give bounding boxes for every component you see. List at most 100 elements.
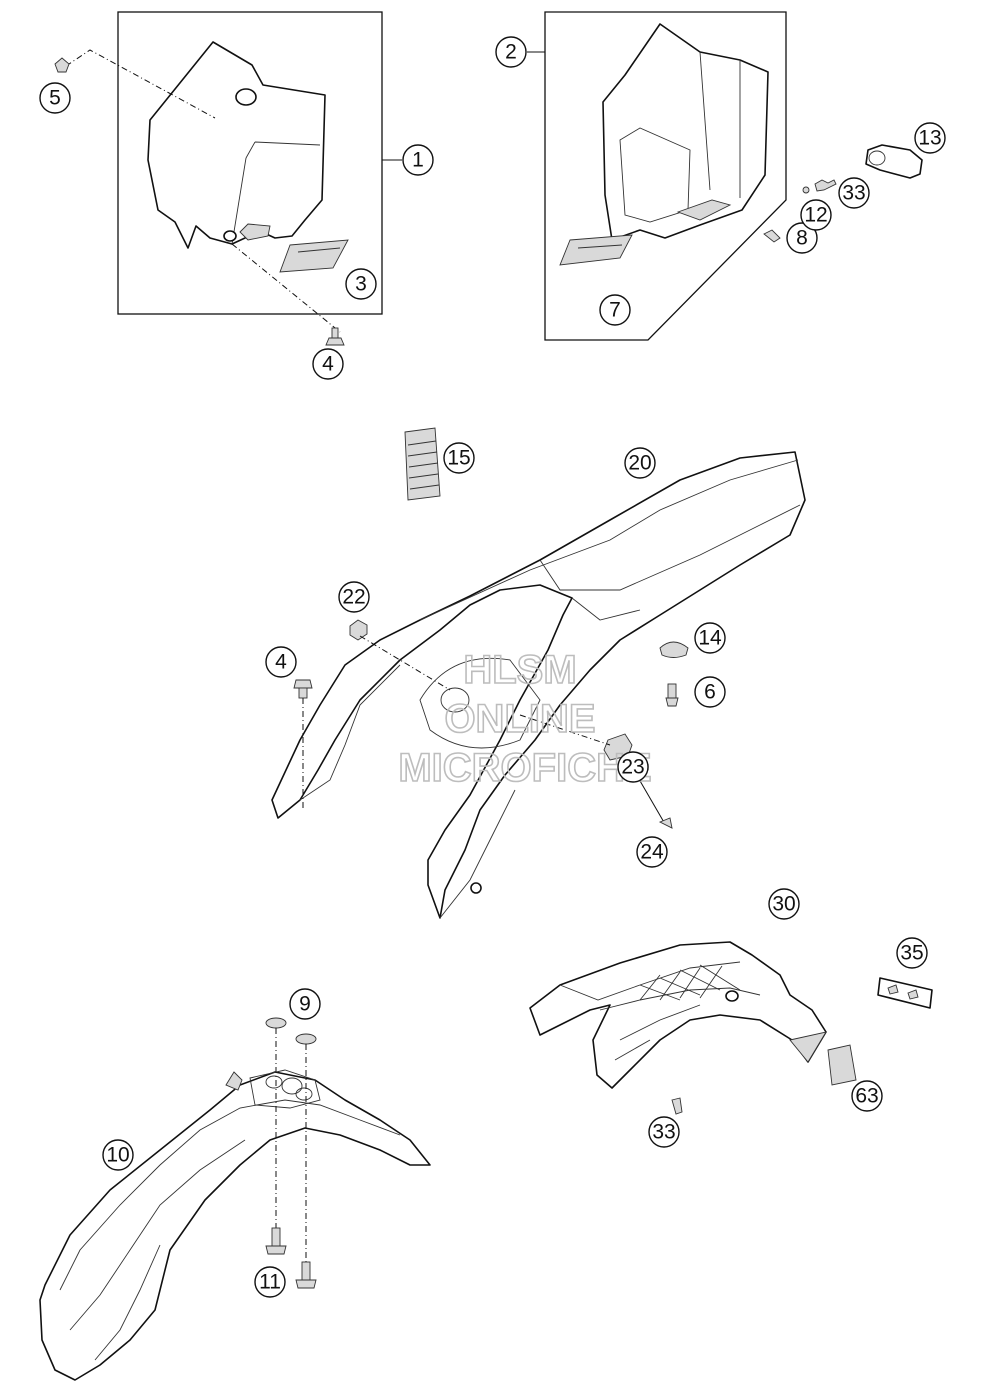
- callout-2: 2: [495, 36, 527, 68]
- headlight-mask-2-strap: [676, 199, 732, 221]
- svg-text:12: 12: [804, 204, 827, 227]
- callout-23: 23: [617, 751, 649, 783]
- bolt-11b-part: [295, 1261, 317, 1289]
- callout-33a: 33: [838, 177, 870, 209]
- decal-3-line: [297, 247, 341, 253]
- washer-12-part: [802, 186, 810, 194]
- callout-5: 5: [39, 82, 71, 114]
- svg-text:22: 22: [342, 586, 365, 609]
- svg-text:9: 9: [299, 993, 311, 1016]
- callout-7: 7: [599, 294, 631, 326]
- screw-5-part: [54, 57, 70, 73]
- lamp-fasteners: [763, 144, 923, 243]
- screw-8-part: [763, 229, 781, 243]
- svg-text:20: 20: [628, 452, 651, 475]
- foam-block-15: [404, 427, 441, 501]
- svg-text:23: 23: [621, 756, 644, 779]
- nut-22-part: [349, 619, 368, 641]
- decal-3: [279, 239, 349, 273]
- decal-7: [559, 234, 633, 266]
- bolt-24-head: [658, 817, 673, 829]
- callout-12: 12: [800, 199, 832, 231]
- svg-text:8: 8: [796, 227, 808, 250]
- svg-text:4: 4: [322, 353, 334, 376]
- reflector-plate-35: [877, 977, 933, 1009]
- reflector-plate-35-screw-b: [907, 989, 919, 1000]
- svg-text:63: 63: [855, 1085, 878, 1108]
- watermark-line-2: ONLINE: [444, 697, 595, 741]
- callout-1: 1: [402, 144, 434, 176]
- headlight-mask-group-2: [527, 11, 787, 341]
- screw-33-part: [814, 179, 837, 192]
- number-plate-1-edge: [231, 141, 321, 245]
- reflector-plate-35-screw-a: [887, 984, 899, 995]
- svg-text:7: 7: [609, 299, 621, 322]
- svg-text:6: 6: [704, 681, 716, 704]
- svg-text:15: 15: [447, 447, 470, 470]
- callout-15: 15: [443, 442, 475, 474]
- svg-text:4: 4: [275, 651, 287, 674]
- callout-3: 3: [345, 268, 377, 300]
- callout-30: 30: [768, 888, 800, 920]
- svg-text:24: 24: [640, 841, 664, 864]
- screw-4-part: [325, 327, 345, 346]
- cable-clamp-13-ring: [868, 150, 886, 166]
- watermark-line-1: HLSM: [463, 648, 576, 692]
- bolt-6-part: [665, 683, 679, 707]
- svg-text:3: 3: [355, 273, 367, 296]
- number-plate-1-grommet: [235, 88, 257, 106]
- callout-6: 6: [694, 676, 726, 708]
- number-plate-1-strap-slot: [239, 223, 271, 241]
- sub-frame-30: [529, 941, 827, 1089]
- callout-14: 14: [694, 622, 726, 654]
- callout-4b: 4: [265, 646, 297, 678]
- callout-33b: 33: [648, 1116, 680, 1148]
- rear-fender-20: [271, 451, 806, 919]
- nut-22-dash-line: [359, 635, 451, 691]
- fastener-5-dash-line: [65, 49, 216, 119]
- group-1-box: [117, 11, 383, 315]
- grommet-14-part: [659, 641, 689, 658]
- svg-text:14: 14: [698, 627, 722, 650]
- svg-text:5: 5: [49, 87, 61, 110]
- bushing-23-dash-line: [519, 714, 611, 746]
- callout-63: 63: [851, 1080, 883, 1112]
- reflector-63: [827, 1044, 857, 1086]
- svg-text:2: 2: [505, 41, 517, 64]
- watermark: HLSM ONLINE MICROFICHE: [398, 647, 653, 791]
- decal-7-line: [577, 244, 623, 249]
- washer-9b-part: [295, 1033, 317, 1045]
- bolt-11a-part: [265, 1227, 287, 1255]
- callout-4: 4: [312, 348, 344, 380]
- callout-13: 13: [914, 122, 946, 154]
- callout-22: 22: [338, 581, 370, 613]
- number-plate-group-1: [54, 11, 402, 346]
- svg-text:35: 35: [900, 942, 923, 965]
- group-2-box: [544, 11, 787, 341]
- svg-text:33: 33: [842, 182, 865, 205]
- screw-4b-part: [293, 679, 313, 699]
- washer-9a-part: [265, 1017, 287, 1029]
- callout-24: 24: [636, 836, 668, 868]
- svg-text:1: 1: [412, 149, 424, 172]
- cable-clamp-13: [865, 144, 923, 179]
- front-fender-10: [39, 1069, 431, 1381]
- svg-text:13: 13: [918, 127, 941, 150]
- fastener-4-dash-line: [231, 243, 341, 333]
- callout-35: 35: [896, 937, 928, 969]
- number-plate-1-hole: [223, 230, 237, 242]
- callout-8: 8: [786, 222, 818, 254]
- svg-text:33: 33: [652, 1121, 675, 1144]
- watermark-line-3: MICROFICHE: [398, 746, 651, 790]
- callout-11: 11: [254, 1266, 286, 1298]
- callout-10: 10: [102, 1139, 134, 1171]
- headlight-mask-2: [602, 23, 769, 241]
- callout-20: 20: [624, 447, 656, 479]
- screw-33b-part: [671, 1097, 683, 1115]
- svg-text:11: 11: [259, 1271, 281, 1294]
- svg-text:30: 30: [772, 893, 795, 916]
- fender-hardware: [265, 1017, 317, 1289]
- callout-9: 9: [289, 988, 321, 1020]
- frame-fasteners: [671, 977, 933, 1115]
